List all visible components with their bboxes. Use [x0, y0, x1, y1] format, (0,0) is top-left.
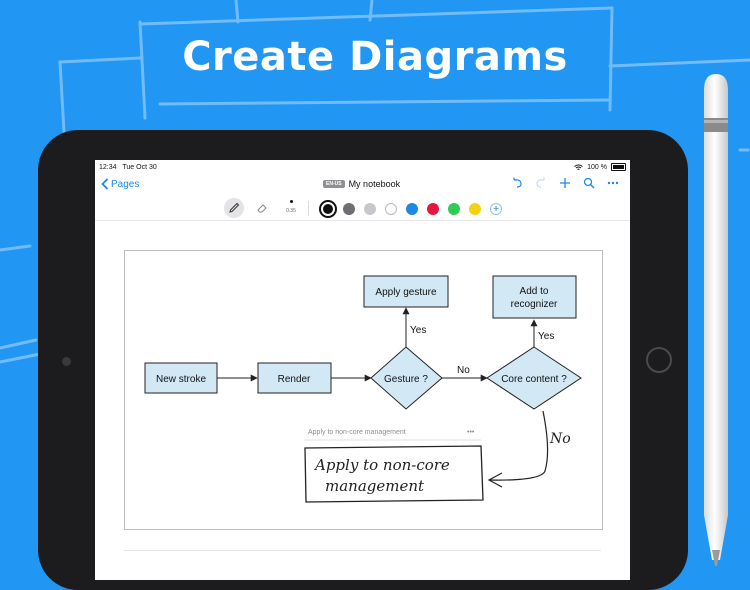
background-sketch [0, 0, 750, 364]
pen-tool[interactable] [224, 198, 244, 218]
wifi-icon [574, 163, 583, 170]
node-render[interactable]: Render [257, 362, 332, 394]
node-recognizer-label: recognizer [511, 299, 558, 310]
recognition-hint[interactable]: Apply to non-core management [308, 429, 406, 436]
color-swatch-dark-gray[interactable] [343, 203, 355, 215]
flowchart: New stroke Render Gesture ? Apply gestur… [144, 275, 582, 503]
node-render-label: Render [278, 374, 311, 385]
edge-label-no: No [457, 365, 470, 376]
status-clock: 12:34 [99, 164, 117, 171]
status-time: 12:34 Tue Oct 30 [99, 164, 157, 171]
eraser-icon [257, 204, 267, 213]
color-swatch-light-gray[interactable] [364, 203, 376, 215]
handwritten-arrowhead [487, 472, 503, 488]
navigation-bar: Pages EN-US My notebook [95, 174, 630, 198]
color-swatch-yellow[interactable] [469, 203, 481, 215]
add-icon[interactable] [558, 177, 572, 192]
redo-icon[interactable] [534, 177, 548, 192]
thickness-selector[interactable]: 0.35 [281, 200, 301, 214]
nav-actions [510, 177, 620, 192]
notebook-title-area[interactable]: EN-US My notebook [323, 179, 400, 189]
pencil-icon [229, 202, 240, 213]
notebook-title: My notebook [348, 179, 401, 189]
node-apply-gesture-label: Apply gesture [375, 287, 437, 298]
hint-more-button[interactable]: ••• [467, 429, 475, 436]
node-add-to-recognizer[interactable]: Add to recognizer [492, 275, 577, 319]
thickness-value: 0.35 [286, 208, 296, 214]
node-core-content-decision[interactable]: Core content ? [486, 346, 582, 410]
back-button[interactable]: Pages [101, 178, 139, 190]
add-color-button[interactable]: + [490, 203, 502, 215]
front-camera [62, 357, 71, 366]
pen-toolbar: 0.35 + [95, 198, 630, 221]
handwritten-line-1: Apply to non-core [313, 456, 450, 474]
undo-icon[interactable] [510, 177, 524, 192]
headline: Create Diagrams [182, 34, 568, 80]
toolbar-divider [308, 201, 309, 216]
status-date: Tue Oct 30 [122, 164, 157, 171]
node-apply-gesture[interactable]: Apply gesture [363, 275, 449, 308]
handwritten-no: No [549, 431, 571, 447]
apple-pencil [704, 74, 728, 566]
language-badge: EN-US [323, 180, 345, 188]
status-right: 100 % [574, 163, 626, 171]
edge-label-yes-right: Yes [538, 331, 554, 342]
handwritten-arrow [489, 410, 549, 481]
page-ruler-line [124, 550, 601, 551]
note-page[interactable]: New stroke Render Gesture ? Apply gestur… [95, 221, 630, 580]
color-swatch-green[interactable] [448, 203, 460, 215]
ipad-screen: 12:34 Tue Oct 30 100 % Pages EN-US My no… [95, 160, 630, 580]
thickness-dot [289, 200, 293, 203]
more-icon[interactable] [606, 177, 620, 192]
node-new-stroke-label: New stroke [156, 374, 206, 385]
node-new-stroke[interactable]: New stroke [144, 362, 218, 394]
chevron-left-icon [101, 178, 109, 190]
status-bar: 12:34 Tue Oct 30 100 % [95, 160, 630, 174]
color-swatch-blue[interactable] [406, 203, 418, 215]
diagram-frame[interactable]: New stroke Render Gesture ? Apply gestur… [124, 250, 603, 530]
node-gesture-decision[interactable]: Gesture ? [370, 346, 443, 410]
color-swatch-red[interactable] [427, 203, 439, 215]
battery-icon [611, 163, 626, 171]
eraser-tool[interactable] [252, 198, 272, 218]
color-swatch-black[interactable] [319, 200, 337, 218]
handwritten-box[interactable] [304, 445, 484, 503]
battery-percent: 100 % [587, 163, 607, 171]
search-icon[interactable] [582, 177, 596, 192]
node-add-to-label: Add to [520, 286, 549, 297]
edge-label-yes-left: Yes [410, 325, 426, 336]
color-swatch-white[interactable] [385, 203, 397, 215]
home-button[interactable] [646, 347, 672, 373]
node-gesture-label: Gesture ? [384, 374, 428, 385]
back-label: Pages [111, 178, 140, 190]
handwritten-line-2: management [325, 477, 425, 495]
node-core-content-label: Core content ? [501, 374, 567, 385]
